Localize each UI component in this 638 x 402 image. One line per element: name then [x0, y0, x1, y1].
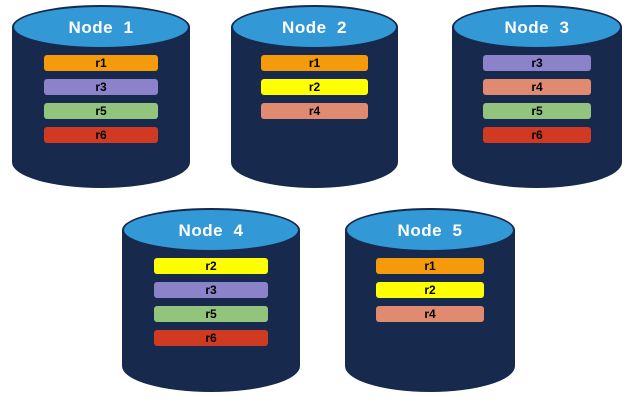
record-bar-r2[interactable]: r2 [375, 282, 485, 298]
record-bar-r4[interactable]: r4 [375, 306, 485, 322]
record-bar-r5[interactable]: r5 [154, 306, 268, 322]
node-2-label: Node 2 [282, 18, 347, 37]
record-bar-r5[interactable]: r5 [482, 103, 592, 119]
node-5-cylinder-top [345, 208, 515, 252]
record-bar-r4[interactable]: r4 [261, 103, 368, 119]
record-bar-r1[interactable]: r1 [44, 55, 158, 71]
node-1-record-list: r1 r3 r5 r6 [12, 55, 190, 143]
record-bar-r1[interactable]: r1 [261, 55, 368, 71]
record-bar-r4[interactable]: r4 [482, 79, 592, 95]
node-4-record-list: r2 r3 r5 r6 [122, 258, 300, 346]
record-bar-r2[interactable]: r2 [154, 258, 268, 274]
node-1-label: Node 1 [68, 18, 134, 37]
node-4[interactable]: Node 4 r2 r3 r5 r6 [122, 208, 300, 392]
record-bar-r6[interactable]: r6 [44, 127, 158, 143]
record-bar-r6[interactable]: r6 [482, 127, 592, 143]
node-2-record-list: r1 r2 r4 [231, 55, 398, 119]
node-5[interactable]: Node 5 r1 r2 r4 [345, 208, 515, 392]
node-5-label: Node 5 [397, 221, 463, 240]
node-4-cylinder-top [122, 208, 300, 252]
record-bar-r6[interactable]: r6 [154, 330, 268, 346]
node-2[interactable]: Node 2 r1 r2 r4 [231, 5, 398, 188]
node-3[interactable]: Node 3 r3 r4 r5 r6 [452, 5, 622, 188]
node-3-label: Node 3 [504, 18, 570, 37]
node-2-cylinder-top [231, 5, 398, 49]
record-bar-r2[interactable]: r2 [261, 79, 368, 95]
record-bar-r3[interactable]: r3 [44, 79, 158, 95]
node-5-record-list: r1 r2 r4 [345, 258, 515, 322]
record-bar-r1[interactable]: r1 [375, 258, 485, 274]
node-3-record-list: r3 r4 r5 r6 [452, 55, 622, 143]
node-4-label: Node 4 [178, 221, 244, 240]
node-1[interactable]: Node 1 r1 r3 r5 r6 [12, 5, 190, 188]
record-bar-r3[interactable]: r3 [482, 55, 592, 71]
record-bar-r3[interactable]: r3 [154, 282, 268, 298]
node-1-cylinder-top [12, 5, 190, 49]
node-3-cylinder-top [452, 5, 622, 49]
record-bar-r5[interactable]: r5 [44, 103, 158, 119]
